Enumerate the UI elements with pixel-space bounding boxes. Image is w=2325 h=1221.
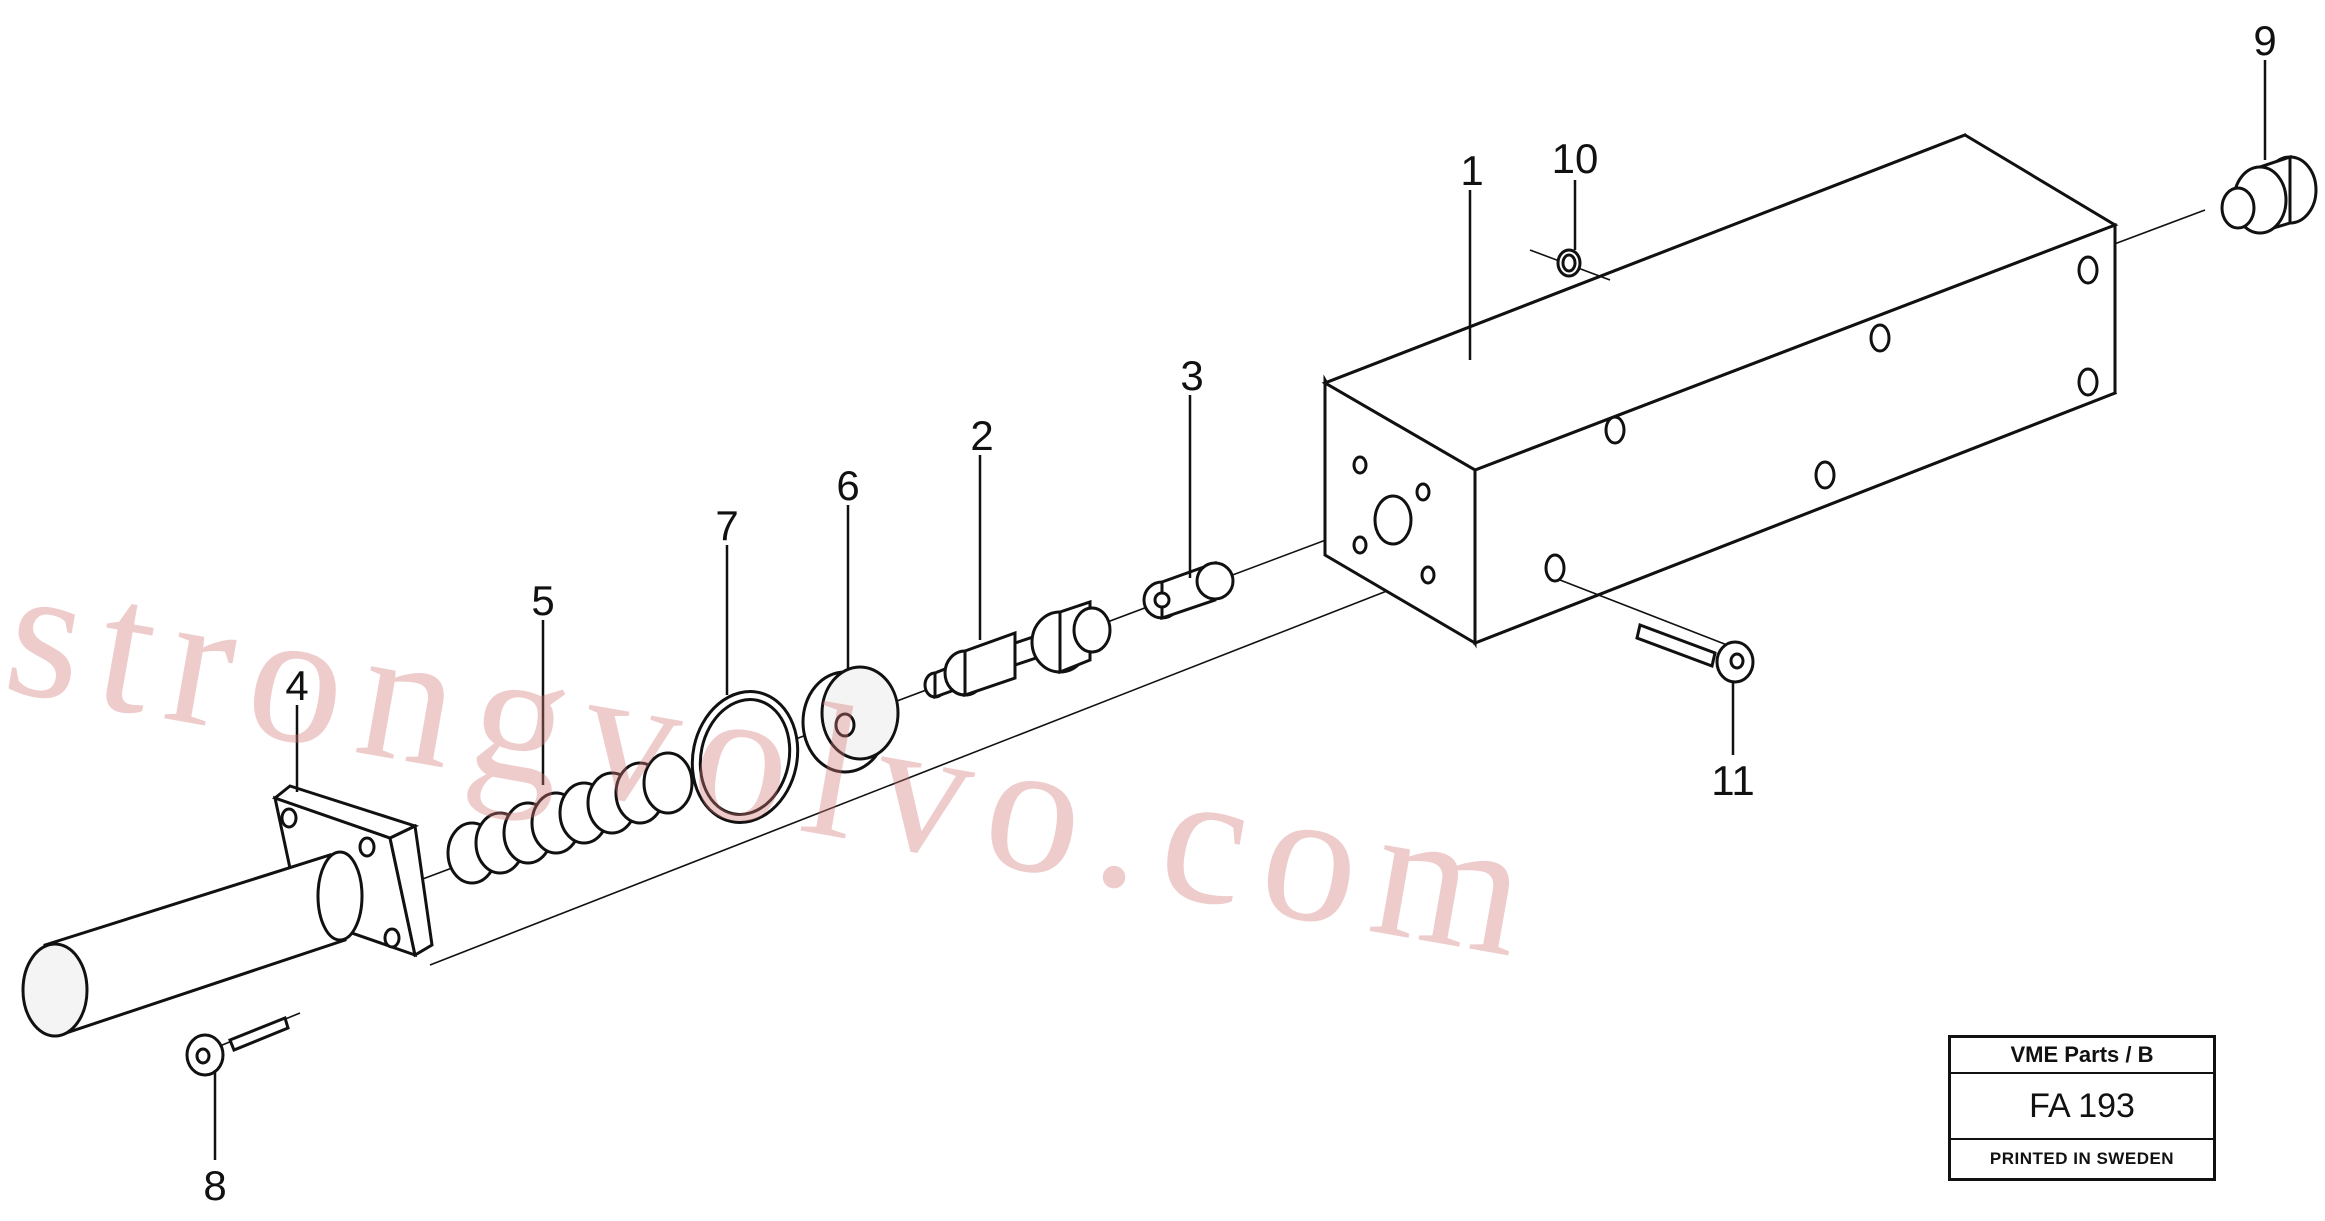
compression-spring xyxy=(446,751,694,885)
title-block-code: FA 193 xyxy=(1951,1074,2213,1140)
seal-ring xyxy=(1529,248,1611,281)
end-cover-cylinder xyxy=(21,784,434,1038)
part-label-4: 4 xyxy=(285,662,308,709)
part-label-6: 6 xyxy=(836,462,859,509)
part-label-9: 9 xyxy=(2253,17,2276,64)
cap-screw-left xyxy=(185,1012,301,1077)
small-plug xyxy=(1142,560,1235,621)
threaded-plug xyxy=(2220,154,2318,235)
leader-lines xyxy=(213,60,2267,1160)
title-block-source: VME Parts / B xyxy=(1951,1038,2213,1074)
part-label-11: 11 xyxy=(1711,757,1755,804)
part-label-3: 3 xyxy=(1180,352,1203,399)
part-label-10: 10 xyxy=(1552,135,1599,182)
assembly-axis-lower xyxy=(429,579,1416,966)
part-label-1: 1 xyxy=(1460,147,1483,194)
valve-spool xyxy=(923,599,1112,700)
part-label-2: 2 xyxy=(970,412,993,459)
part-label-5: 5 xyxy=(531,577,554,624)
o-ring xyxy=(690,690,800,824)
cap-screw-right xyxy=(1559,579,1755,684)
title-block: VME Parts / B FA 193 PRINTED IN SWEDEN xyxy=(1948,1035,2216,1181)
part-label-8: 8 xyxy=(203,1162,226,1209)
part-label-7: 7 xyxy=(715,502,738,549)
title-block-printed: PRINTED IN SWEDEN xyxy=(1989,1149,2175,1168)
valve-body-block xyxy=(1321,133,2119,649)
flat-washer xyxy=(801,665,900,774)
